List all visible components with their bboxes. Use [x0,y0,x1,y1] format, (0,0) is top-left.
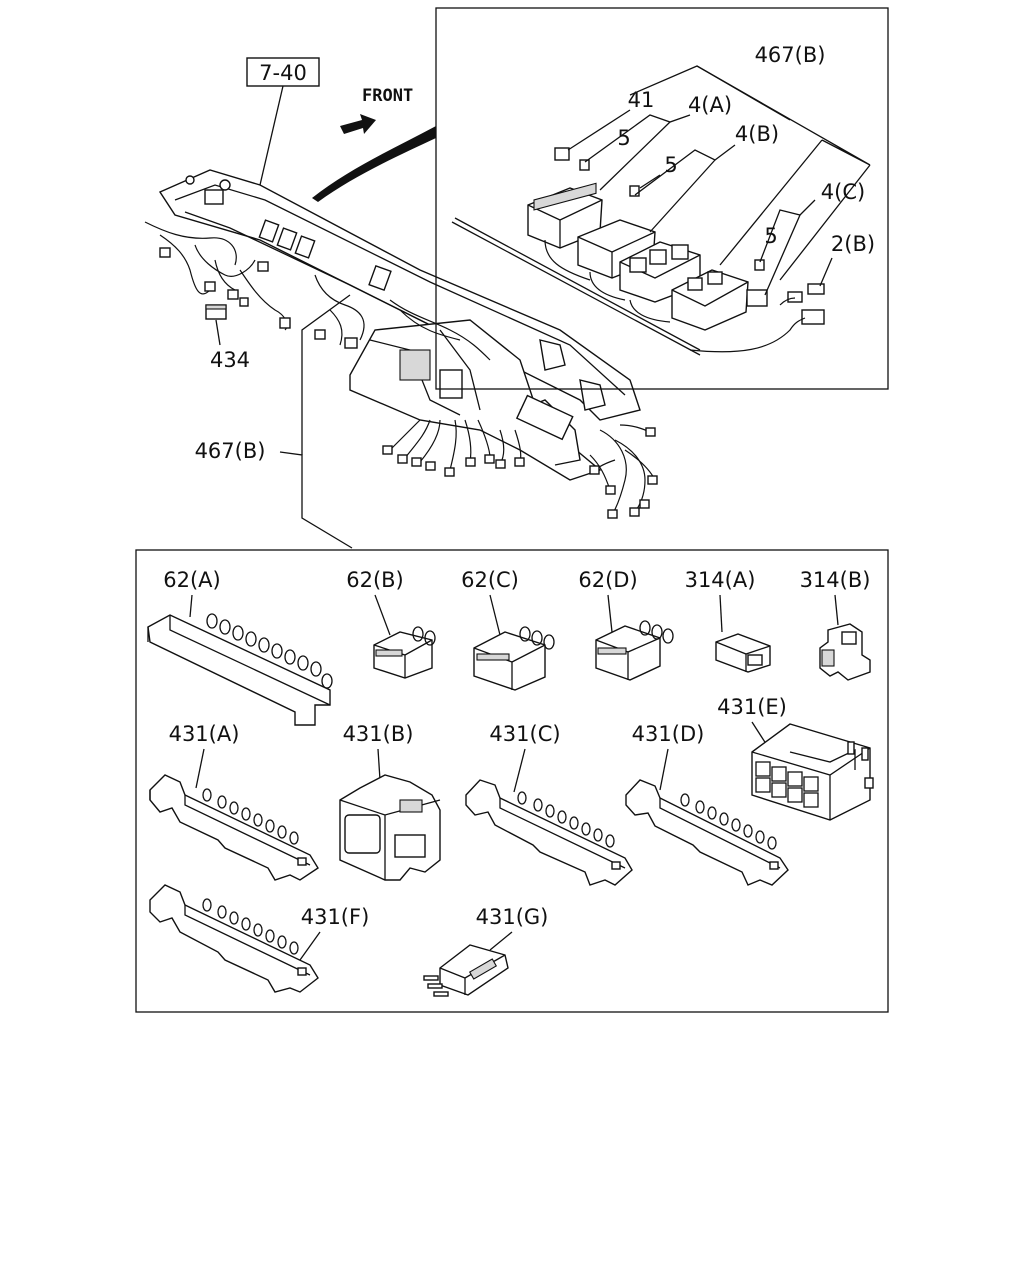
connector-431G[interactable]: 431(G) [423,905,549,997]
reference-leader [259,85,284,186]
label-467B-inset: 467(B) [755,43,826,67]
leader-4B [634,144,736,196]
leader-467B-inset [629,65,871,166]
front-arrow-icon [340,114,376,134]
fuse-block-4C[interactable] [671,269,749,331]
leader-467B-to-harness [301,294,351,455]
reference-box-7-40[interactable]: 7-40 [246,57,320,87]
fuse-block-4A[interactable] [527,182,603,249]
connector-431A[interactable]: 431(A) [149,722,319,881]
label-431G: 431(G) [476,905,549,929]
part-5b[interactable] [629,185,640,197]
leader-41 [567,109,631,151]
part-2B[interactable] [689,283,825,353]
label-431E: 431(E) [717,695,787,719]
connector-62B[interactable]: 62(B) [346,568,436,679]
connector-panel: 62(A) 62(B) [135,549,889,1013]
reference-label: 7-40 [259,61,307,85]
leader-2B [819,257,833,287]
label-62B: 62(B) [346,568,404,592]
part-5a[interactable] [579,159,590,171]
label-467B-main: 467(B) [195,439,266,463]
leader-4A-box [599,121,671,191]
label-62C: 62(C) [461,568,519,592]
connector-431E[interactable]: 431(E) [717,695,874,821]
label-434: 434 [210,348,250,372]
zoom-wedge [312,126,436,202]
leader-5b [639,174,661,189]
leader-4C-box [764,214,801,296]
connector-62D[interactable]: 62(D) [578,568,674,681]
connector-431C[interactable]: 431(C) [465,722,633,886]
leader-4C [759,199,816,263]
connector-314A[interactable]: 314(A) [685,568,771,673]
label-62D: 62(D) [578,568,637,592]
leader-4A-block [779,164,871,281]
connector-431F[interactable]: 431(F) [149,884,370,993]
fuse-box-inset: 467(B) 41 4(A) 5 4(B) 5 4(C) 5 2(B) [435,7,889,390]
label-62A: 62(A) [163,568,220,592]
label-314B: 314(B) [800,568,871,592]
label-2B: 2(B) [831,232,875,256]
part-5c[interactable] [754,259,765,271]
part-434[interactable]: 434 [205,304,250,372]
leader-467B-main [279,451,353,549]
connector-62A[interactable]: 62(A) [147,568,333,726]
front-indicator: FRONT [340,86,413,134]
label-5a: 5 [617,126,630,150]
connector-431B[interactable]: 431(B) [339,722,441,881]
label-41: 41 [628,88,655,112]
connector-62C[interactable]: 62(C) [461,568,555,691]
label-4A: 4(A) [688,93,732,117]
connector-431D[interactable]: 431(D) [625,722,789,886]
part-box-small[interactable] [746,289,768,307]
part-41[interactable] [554,147,570,161]
connector-314B[interactable]: 314(B) [800,568,871,681]
label-431A: 431(A) [169,722,240,746]
label-4B: 4(B) [735,122,779,146]
label-314A: 314(A) [685,568,756,592]
label-431D: 431(D) [632,722,705,746]
label-431C: 431(C) [489,722,560,746]
leader-4B-block [719,139,823,266]
label-431F: 431(F) [301,905,370,929]
instrument-panel-harness [144,169,658,519]
front-label: FRONT [362,86,413,106]
leader-4A [584,114,691,163]
label-431B: 431(B) [343,722,414,746]
leader-4B-box [649,159,716,233]
leader-467B-4B [696,65,791,121]
